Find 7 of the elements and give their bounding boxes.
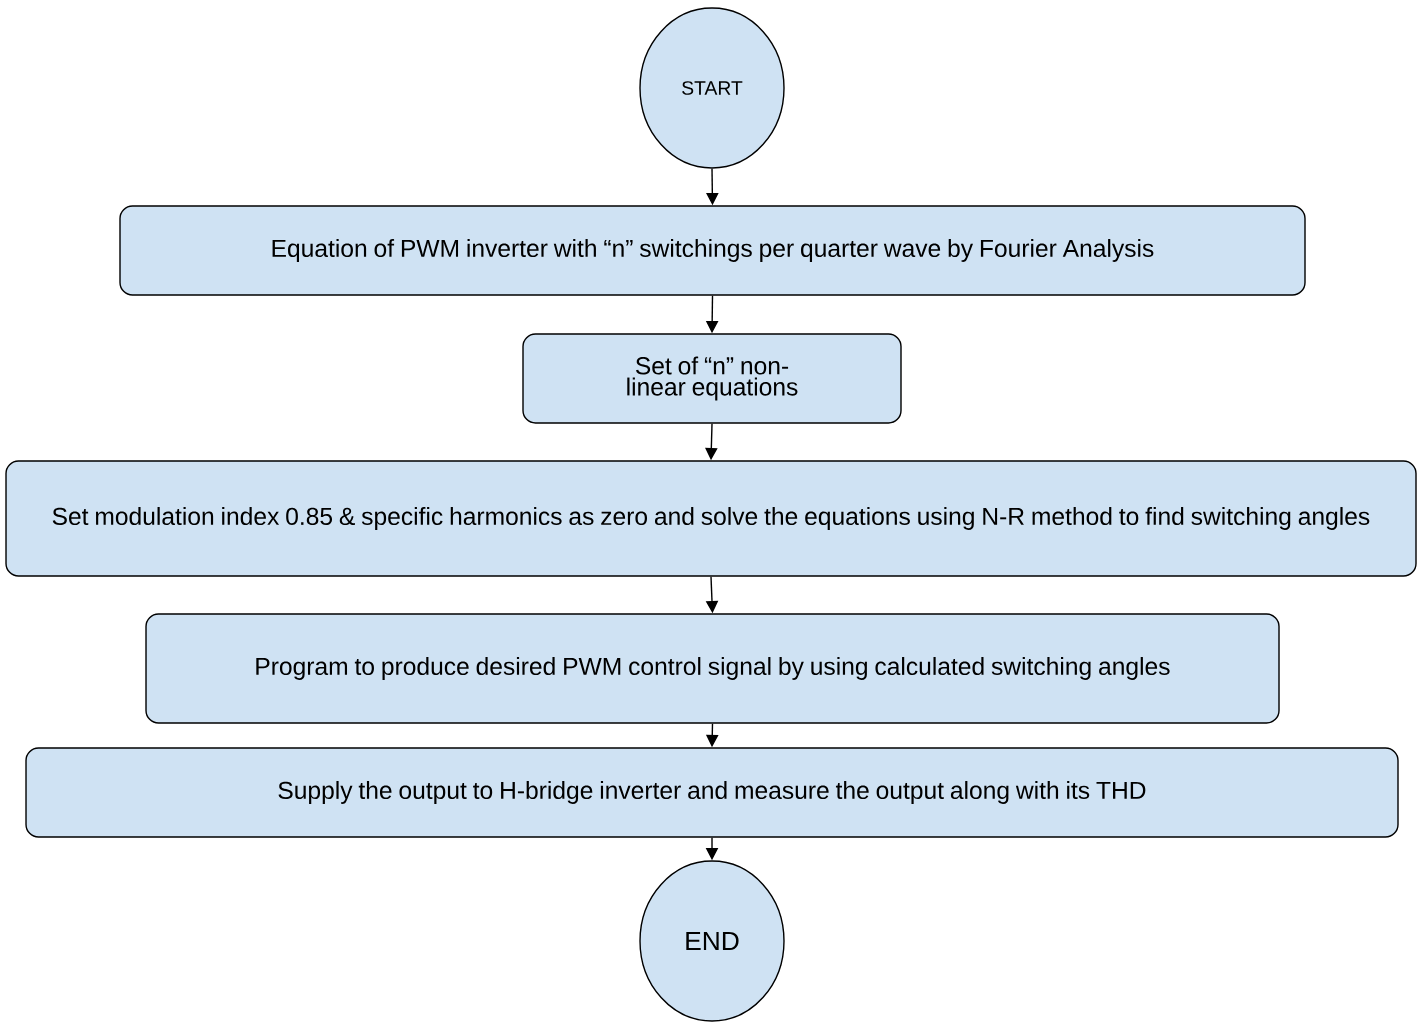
process-box: Equation of PWM inverter with “n” switchings per quarter wave by Fourier Analysis [119,205,1306,296]
terminal-oval: START [639,7,785,169]
process-box: Set modulation index 0.85 & specific harmonics as zero and solve the equations using N-R method to find switching angles [5,460,1417,577]
process-box: Set of “n” non-linear equations [522,333,902,424]
process-box: Supply the output to H-bridge inverter and measure the output along with its THD [25,747,1399,838]
terminal-oval: END [639,860,785,1022]
process-box: Program to produce desired PWM control signal by using calculated switching angles [145,613,1280,724]
